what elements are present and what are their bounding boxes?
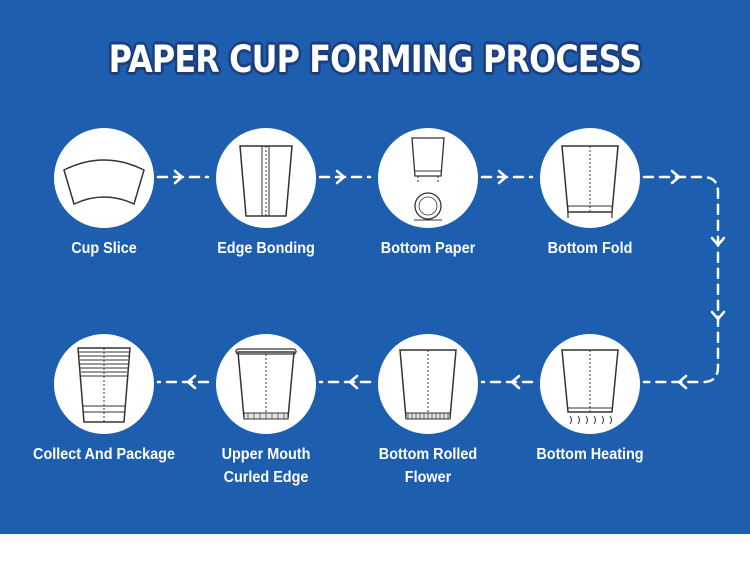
step-circle: [378, 334, 478, 434]
step-bottom-rolled-flower: [378, 334, 478, 434]
bottom-paper-icon: [411, 137, 445, 221]
bottom-rolled-flower-icon: [399, 349, 457, 420]
arrow-right-icon: [335, 169, 346, 185]
bottom-fold-icon: [561, 145, 619, 218]
step-cup-slice: [54, 128, 154, 228]
step-collect-and-package: [54, 334, 154, 434]
step-circle: [216, 334, 316, 434]
arrow-left-icon: [348, 374, 359, 390]
step-label-bottom-rolled-flower: Bottom Rolled Flower: [378, 446, 478, 486]
arrow-left-icon: [186, 374, 197, 390]
arrow-right-icon: [173, 169, 184, 185]
connector-4-5: [642, 175, 720, 384]
step-edge-bonding: [216, 128, 316, 228]
process-flow-connectors: [156, 169, 726, 390]
arrow-down-icon: [710, 310, 726, 321]
step-circle: [54, 334, 154, 434]
edge-bonding-icon: [239, 145, 293, 217]
arrow-right-icon: [497, 169, 508, 185]
step-label-cup-slice: Cup Slice: [71, 240, 137, 257]
step-label-collect-and-package: Collect And Package: [33, 446, 175, 463]
step-circle: [540, 334, 640, 434]
step-label-bottom-heating: Bottom Heating: [536, 446, 644, 463]
step-label-bottom-fold: Bottom Fold: [547, 240, 633, 257]
step-label-bottom-paper: Bottom Paper: [380, 240, 476, 257]
step-circle: [216, 128, 316, 228]
arrow-right-icon: [670, 169, 681, 185]
bottom-heating-icon: [561, 349, 619, 425]
arrow-down-icon: [710, 236, 726, 247]
page-title: PAPER CUP FORMING PROCESS: [108, 38, 643, 81]
step-bottom-heating: [540, 334, 640, 434]
cup-slice-icon: [63, 159, 145, 206]
arrow-left-icon: [510, 374, 521, 390]
background-panel: [0, 0, 750, 534]
step-bottom-fold: [540, 128, 640, 228]
upper-mouth-curled-edge-icon: [235, 348, 297, 420]
collect-and-package-icon: [77, 347, 131, 423]
step-circle: [54, 128, 154, 228]
step-label-edge-bonding: Edge Bonding: [217, 240, 315, 257]
arrow-left-icon: [677, 374, 688, 390]
step-circle: [378, 128, 478, 228]
step-bottom-paper: [378, 128, 478, 228]
step-label-upper-mouth-curled-edge: Upper Mouth Curled Edge: [221, 446, 311, 486]
step-upper-mouth-curled-edge: [216, 334, 316, 434]
step-circle: [540, 128, 640, 228]
